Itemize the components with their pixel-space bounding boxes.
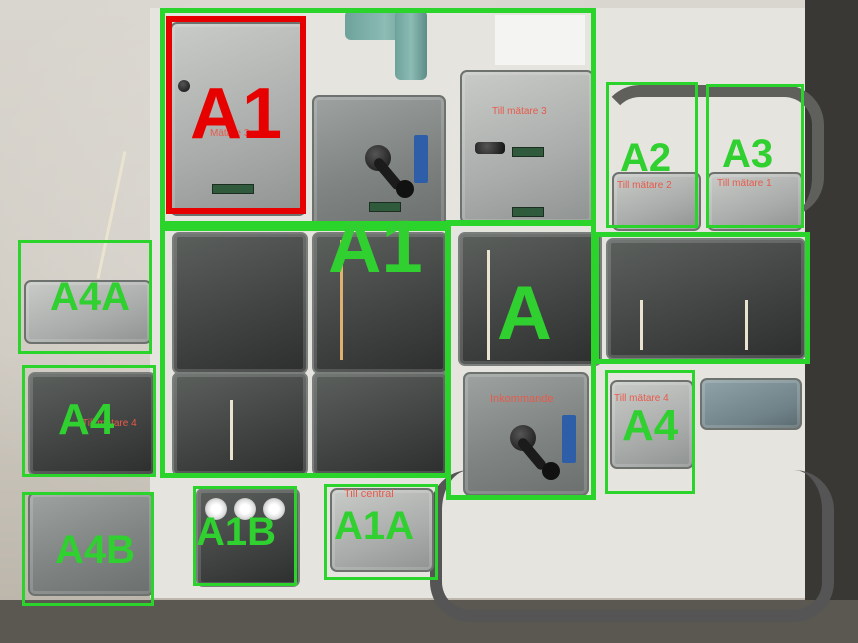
wire-bundle <box>640 300 643 350</box>
note-till-matare-4-left: Till mätare 4 <box>82 418 137 429</box>
label-a3: A3 <box>722 132 774 176</box>
outline-a1-red <box>166 16 306 214</box>
label-a: A <box>497 271 552 356</box>
lever-handle <box>396 180 414 198</box>
outline-a1b <box>193 486 297 586</box>
note-till-matare-3: Till mätare 3 <box>492 106 547 117</box>
latch-knob <box>178 80 190 92</box>
outline-a-right <box>594 232 810 364</box>
note-matare-3: Mätare 3 <box>210 128 250 139</box>
cabinet-till-matare-2 <box>612 172 701 231</box>
label-a1a: A1A <box>334 504 415 548</box>
outline-a4a <box>18 240 152 354</box>
label-a4b: A4B <box>55 528 136 572</box>
label-a4-right: A4 <box>622 401 679 450</box>
note-till-matare-1: Till mätare 1 <box>717 178 772 189</box>
fuse <box>263 498 285 520</box>
note-till-central: Till central <box>344 488 394 500</box>
nameplate <box>512 207 544 217</box>
cabinet-a4b <box>28 492 154 596</box>
open-cabinet-wiring-2 <box>312 232 448 374</box>
wire-bundle <box>745 300 748 350</box>
conduit-pipe-elbow <box>395 10 427 80</box>
open-cabinet-a-distribution <box>606 238 806 360</box>
on-off-indicator-plate <box>414 135 428 183</box>
outline-a4-right <box>605 370 695 494</box>
label-a4a: A4A <box>50 275 131 319</box>
label-a2: A2 <box>620 136 672 180</box>
cabinet-till-matare-4-right <box>610 380 694 469</box>
open-cabinet-a4-left <box>28 372 156 476</box>
outline-a1a <box>324 484 438 580</box>
label-a4-left: A4 <box>58 395 115 444</box>
outline-a2 <box>606 82 698 228</box>
note-till-matare-4-right: Till mätare 4 <box>614 393 669 404</box>
outline-a3 <box>706 84 804 228</box>
blue-junction-box <box>700 378 802 430</box>
nameplate <box>369 202 401 212</box>
cabinet-till-central <box>330 488 434 572</box>
label-a1-large: A1 <box>328 205 423 288</box>
open-cabinet-wiring-1 <box>172 232 308 374</box>
wire-bundle <box>340 240 343 360</box>
wire-bundle <box>487 250 490 360</box>
overhead-cable-loop <box>600 85 824 217</box>
label-a1-red: A1 <box>190 74 283 154</box>
note-inkommande: Inkommande <box>490 393 554 405</box>
outline-a4b <box>22 492 154 606</box>
nameplate <box>212 184 254 194</box>
note-till-matare-2: Till mätare 2 <box>617 180 672 191</box>
nameplate <box>512 147 544 157</box>
fuse <box>205 498 227 520</box>
label-a1b: A1B <box>196 510 277 554</box>
lever-handle <box>542 462 560 480</box>
fuse <box>234 498 256 520</box>
open-cabinet-fuses-2 <box>312 372 448 476</box>
cabinet-till-matare-1 <box>707 172 803 231</box>
open-cabinet-a-incoming-wiring <box>458 232 602 366</box>
on-off-indicator-plate <box>562 415 576 463</box>
door-handle <box>475 142 505 154</box>
outline-a-left <box>446 220 596 500</box>
floor-cable-run <box>430 470 834 622</box>
outline-a1-top <box>160 8 596 226</box>
wire-bundle <box>230 400 233 460</box>
white-junction-box <box>495 15 585 65</box>
outline-a4-left <box>22 365 156 477</box>
